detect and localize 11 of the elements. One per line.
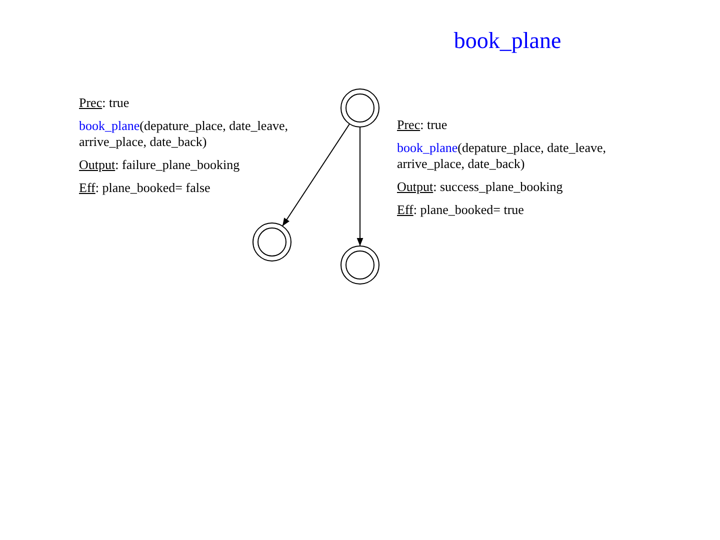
condition-text: Prec: true: [79, 95, 130, 111]
arrow: [282, 123, 350, 227]
condition-text: Output: failure_plane_booking: [79, 157, 241, 173]
condition-text: Eff: plane_booked= false: [79, 180, 212, 196]
condition-text: Eff: plane_booked= true: [397, 202, 525, 218]
operation-signature: book_plane(depature_place, date_leave, arrive_place, date_back): [397, 140, 607, 172]
operation-signature: book_plane(depature_place, date_leave, arrive_place, date_back): [79, 118, 289, 150]
condition-text: Output: success_plane_booking: [397, 179, 564, 195]
diagram-title: book_plane: [452, 28, 562, 54]
condition-text: Prec: true: [397, 117, 448, 133]
arrow: [356, 126, 364, 246]
